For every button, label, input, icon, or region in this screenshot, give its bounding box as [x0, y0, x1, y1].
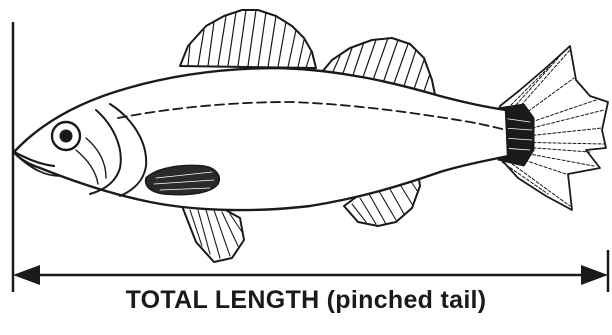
spiny-dorsal-fin: [180, 10, 316, 68]
total-length-arrow: [13, 265, 608, 285]
pelvic-fin: [182, 206, 244, 262]
caudal-fin: [498, 46, 608, 210]
total-length-caption: TOTAL LENGTH (pinched tail): [0, 286, 612, 315]
fish-illustration-icon: [14, 10, 608, 262]
arrowhead-right-icon: [581, 265, 608, 285]
arrowhead-left-icon: [13, 265, 40, 285]
